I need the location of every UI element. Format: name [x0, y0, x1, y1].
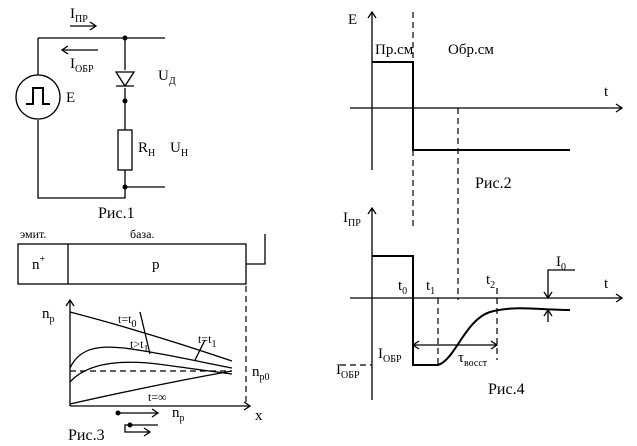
e-axis-label: E	[348, 12, 357, 28]
t0-label: t0	[398, 278, 407, 297]
curve-t-inf	[69, 370, 233, 405]
np0-label: np0	[252, 364, 270, 383]
arrow-reverse-icon	[60, 45, 98, 55]
node-dot	[122, 98, 128, 104]
i0-label: I0	[556, 254, 566, 273]
i-reverse-label: IОБР	[70, 56, 94, 75]
forward-label: Пр.см	[375, 42, 414, 58]
np-axis	[65, 298, 75, 406]
i-rev-left-label: IОБР	[336, 362, 360, 381]
emitter-label: эмит.	[20, 227, 46, 241]
semiconductor-bar	[17, 243, 247, 285]
r-load-label: RН	[138, 140, 155, 159]
e-axis	[367, 10, 377, 170]
pulse-source-icon	[15, 74, 61, 120]
t-axis	[350, 293, 624, 303]
source-label: E	[66, 90, 75, 106]
curve-t0	[69, 311, 233, 362]
i-axis	[367, 206, 377, 400]
fig1-circuit: IПР IОБР E UД RН UН Рис.1	[15, 6, 188, 222]
tau-label: τвосст	[458, 350, 488, 369]
curve-t-gt-t1	[69, 346, 233, 369]
curve-t1	[69, 361, 233, 383]
emitter-region: n+	[32, 254, 46, 273]
t-axis	[350, 103, 624, 113]
u-diode-label: UД	[158, 68, 176, 87]
current-waveform	[372, 255, 571, 366]
node-dot	[122, 184, 128, 190]
i-rev-inner-label: IОБР	[378, 346, 402, 365]
pulse-waveform-icon	[26, 87, 50, 105]
flow-label: np	[172, 405, 185, 424]
flow-arrow-icon	[118, 408, 160, 418]
fig3-caption: Рис.3	[68, 427, 105, 444]
fig4-current: IПР t t0 t1 t2 I0 IОБР IОБР τвосст Рис.4	[336, 206, 624, 400]
u-load-label: UН	[170, 140, 188, 159]
node-dot	[122, 35, 128, 41]
t-axis-label: t	[604, 84, 609, 100]
i-axis-label: IПР	[343, 210, 361, 229]
curve-t-gt-t1-label: t>t1	[130, 337, 148, 355]
fig2-voltage: E t Пр.см Обр.см Рис.2	[348, 10, 624, 300]
fig2-caption: Рис.2	[475, 175, 512, 192]
curve-t1-label: t=t1	[198, 332, 216, 350]
tau-arrow-icon	[411, 340, 499, 350]
t-axis-label: t	[604, 276, 609, 292]
fig4-caption: Рис.4	[488, 381, 525, 398]
t2-label: t2	[486, 272, 495, 291]
resistor-icon	[117, 129, 133, 171]
return-arrow-icon	[124, 424, 158, 437]
x-axis	[70, 401, 252, 411]
base-region: p	[152, 257, 160, 273]
np-axis-label: np	[42, 306, 55, 325]
x-axis-label: x	[255, 408, 263, 424]
reverse-label: Обр.см	[448, 42, 494, 58]
voltage-waveform	[372, 61, 570, 151]
i-forward-label: IПР	[70, 6, 88, 25]
base-label: база.	[130, 227, 155, 241]
fig1-caption: Рис.1	[98, 205, 135, 222]
t1-label: t1	[426, 278, 435, 297]
curve-t0-label: t=t0	[118, 312, 136, 330]
arrow-forward-icon	[70, 21, 98, 31]
fig3-structure: эмит. база. n+ p np x np0 t=t0 t>t1 t=t1…	[17, 227, 270, 444]
diode-icon	[114, 71, 136, 88]
curve-t-inf-label: t=∞	[148, 390, 167, 404]
i0-arrow-icon	[543, 285, 553, 300]
